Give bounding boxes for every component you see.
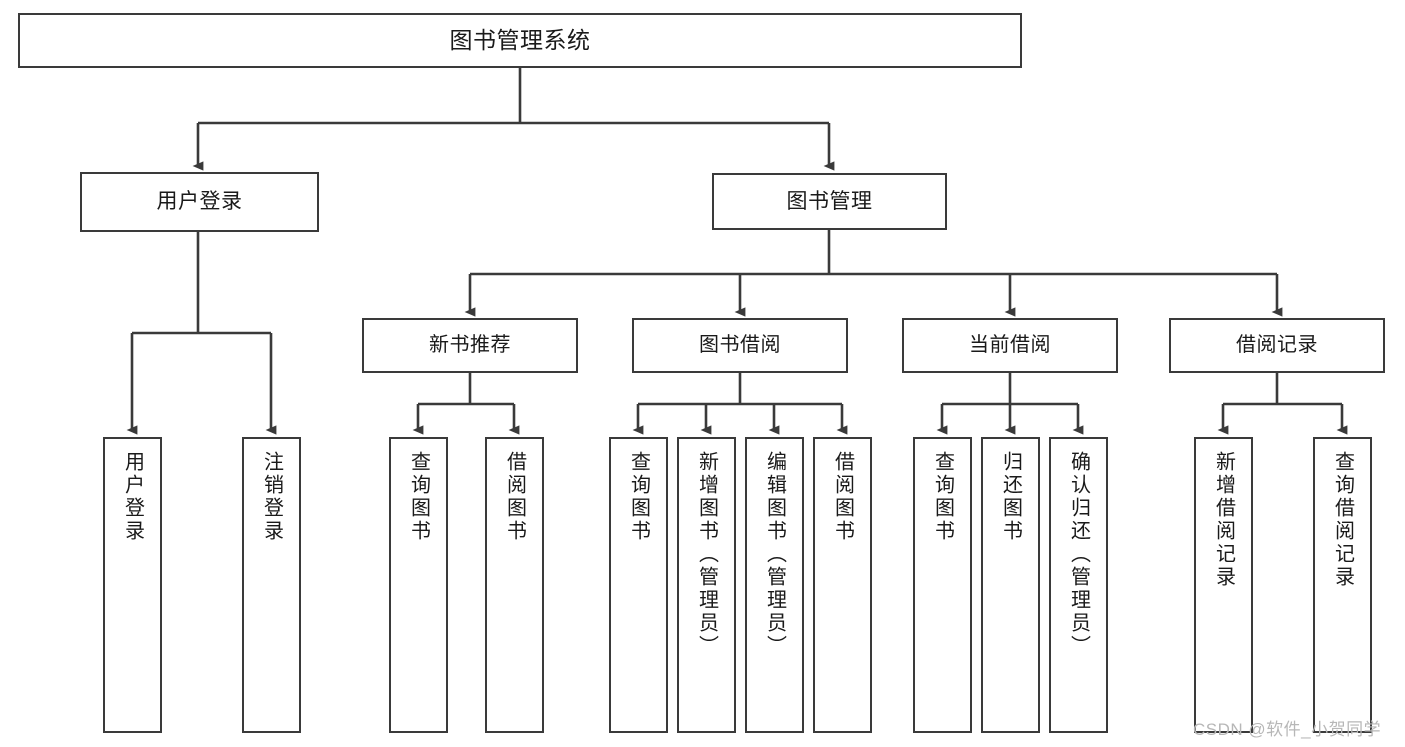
leaf-new-book-borrow-book[interactable]: 借阅图书	[485, 437, 544, 733]
node-new-book-recommend-label: 新书推荐	[429, 334, 511, 357]
node-borrow-record[interactable]: 借阅记录	[1169, 318, 1385, 373]
node-root-system[interactable]: 图书管理系统	[18, 13, 1022, 68]
node-book-management[interactable]: 图书管理	[712, 173, 947, 230]
leaf-borrow-record-query-record[interactable]: 查询借阅记录	[1313, 437, 1372, 733]
leaf-book-borrow-borrow-book[interactable]: 借阅图书	[813, 437, 872, 733]
leaf-user-login-login-label: 用户登录	[121, 451, 144, 543]
node-new-book-recommend[interactable]: 新书推荐	[362, 318, 578, 373]
leaf-book-borrow-edit-book-label: 编辑图书（管理员）	[763, 451, 786, 658]
leaf-current-borrow-return-book[interactable]: 归还图书	[981, 437, 1040, 733]
leaf-book-borrow-add-book[interactable]: 新增图书（管理员）	[677, 437, 736, 733]
leaf-user-login-login[interactable]: 用户登录	[103, 437, 162, 733]
leaf-new-book-query-book[interactable]: 查询图书	[389, 437, 448, 733]
node-user-login[interactable]: 用户登录	[80, 172, 319, 232]
leaf-user-login-logout[interactable]: 注销登录	[242, 437, 301, 733]
node-book-borrow[interactable]: 图书借阅	[632, 318, 848, 373]
leaf-book-borrow-borrow-book-label: 借阅图书	[831, 451, 854, 543]
leaf-current-borrow-confirm-return-label: 确认归还（管理员）	[1067, 451, 1090, 658]
leaf-new-book-query-book-label: 查询图书	[407, 451, 430, 543]
leaf-new-book-borrow-book-label: 借阅图书	[503, 451, 526, 543]
node-current-borrow-label: 当前借阅	[969, 334, 1051, 357]
leaf-borrow-record-add-record[interactable]: 新增借阅记录	[1194, 437, 1253, 733]
leaf-book-borrow-add-book-label: 新增图书（管理员）	[695, 451, 718, 658]
node-book-borrow-label: 图书借阅	[699, 334, 781, 357]
leaf-user-login-logout-label: 注销登录	[260, 451, 283, 543]
leaf-borrow-record-query-record-label: 查询借阅记录	[1331, 451, 1354, 589]
leaf-current-borrow-return-book-label: 归还图书	[999, 451, 1022, 543]
leaf-book-borrow-query-book-label: 查询图书	[627, 451, 650, 543]
node-borrow-record-label: 借阅记录	[1236, 334, 1318, 357]
node-current-borrow[interactable]: 当前借阅	[902, 318, 1118, 373]
node-user-login-label: 用户登录	[156, 190, 243, 214]
node-book-management-label: 图书管理	[786, 189, 873, 213]
leaf-borrow-record-add-record-label: 新增借阅记录	[1212, 451, 1235, 589]
leaf-book-borrow-query-book[interactable]: 查询图书	[609, 437, 668, 733]
leaf-current-borrow-query-book[interactable]: 查询图书	[913, 437, 972, 733]
node-root-label: 图书管理系统	[449, 27, 591, 54]
leaf-current-borrow-confirm-return[interactable]: 确认归还（管理员）	[1049, 437, 1108, 733]
leaf-book-borrow-edit-book[interactable]: 编辑图书（管理员）	[745, 437, 804, 733]
leaf-current-borrow-query-book-label: 查询图书	[931, 451, 954, 543]
